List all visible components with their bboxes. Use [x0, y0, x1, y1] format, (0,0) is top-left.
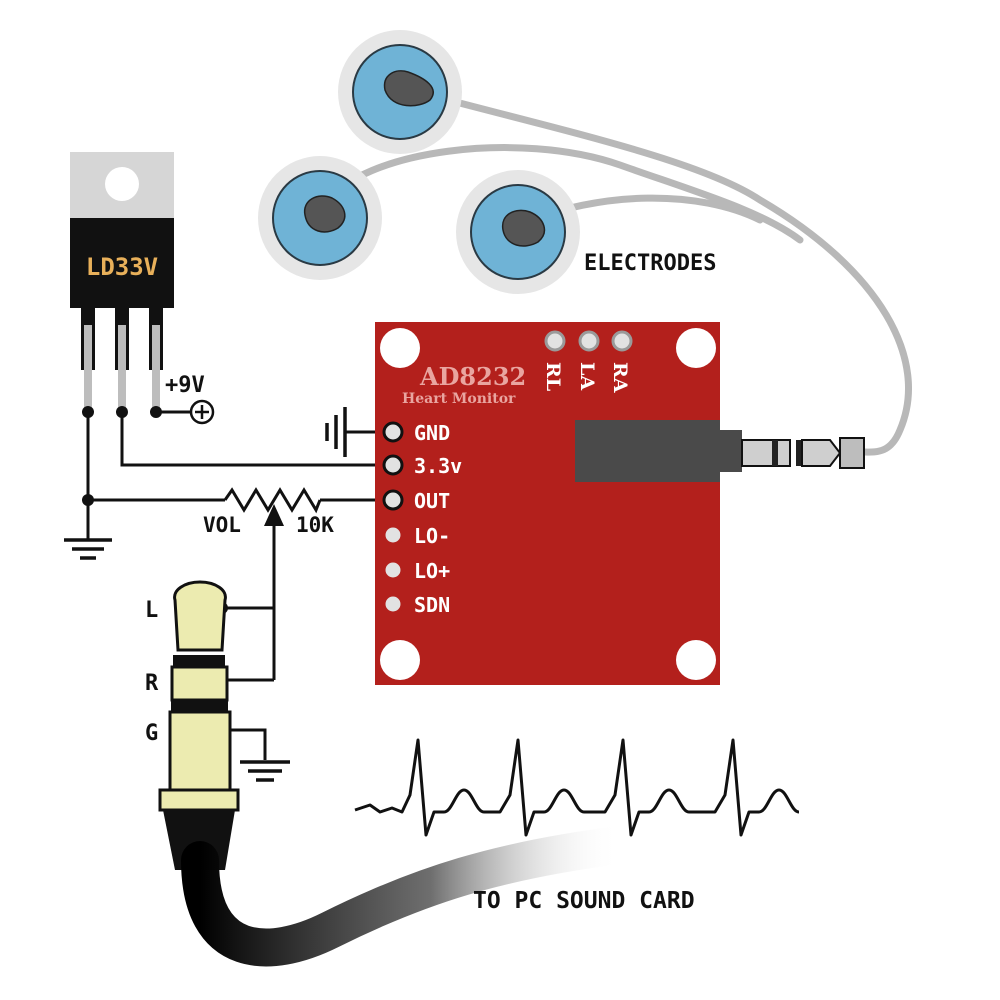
- audio-cable: [181, 826, 639, 967]
- pin-rl: RL: [542, 362, 564, 391]
- electrode-plug: [741, 437, 865, 469]
- pin-la: LA: [576, 362, 598, 390]
- board-title: AD8232: [419, 362, 526, 391]
- pin-lo-minus: LO-: [414, 524, 450, 548]
- ecg-waveform-icon: [354, 738, 800, 837]
- voltage-regulator: LD33V: [70, 152, 174, 415]
- pin-lo-plus: LO+: [414, 559, 450, 583]
- pot-value-label: 10K: [296, 513, 334, 537]
- pin-gnd: GND: [414, 421, 450, 445]
- circuit-wires: [86, 410, 393, 760]
- contact-l: L: [145, 598, 158, 623]
- ground-symbol-icon: [64, 538, 112, 560]
- electrode-ra: [338, 30, 462, 154]
- pin-ra: RA: [609, 362, 631, 393]
- ad8232-board: AD8232 Heart Monitor RL LA RA GND 3.3v O…: [375, 322, 742, 685]
- supply-voltage-label: +9V: [165, 373, 205, 398]
- audio-plug: [158, 580, 240, 870]
- plus-terminal-icon: [189, 399, 215, 425]
- board-subtitle: Heart Monitor: [402, 391, 516, 407]
- contact-g: G: [145, 721, 158, 746]
- pin-sdn: SDN: [414, 593, 450, 617]
- contact-r: R: [145, 671, 159, 696]
- electrode-la: [456, 170, 580, 294]
- electrodes-label: ELECTRODES: [584, 251, 716, 276]
- potentiometer: [223, 487, 322, 526]
- pot-name-label: VOL: [203, 513, 241, 537]
- electrode-rl: [258, 156, 382, 280]
- output-label: TO PC SOUND CARD: [473, 888, 695, 914]
- regulator-label: LD33V: [86, 253, 158, 281]
- pin-out: OUT: [414, 489, 450, 513]
- pin-3v3: 3.3v: [414, 454, 462, 478]
- ground-symbol-icon: [325, 407, 347, 457]
- ground-symbol-icon: [240, 760, 290, 782]
